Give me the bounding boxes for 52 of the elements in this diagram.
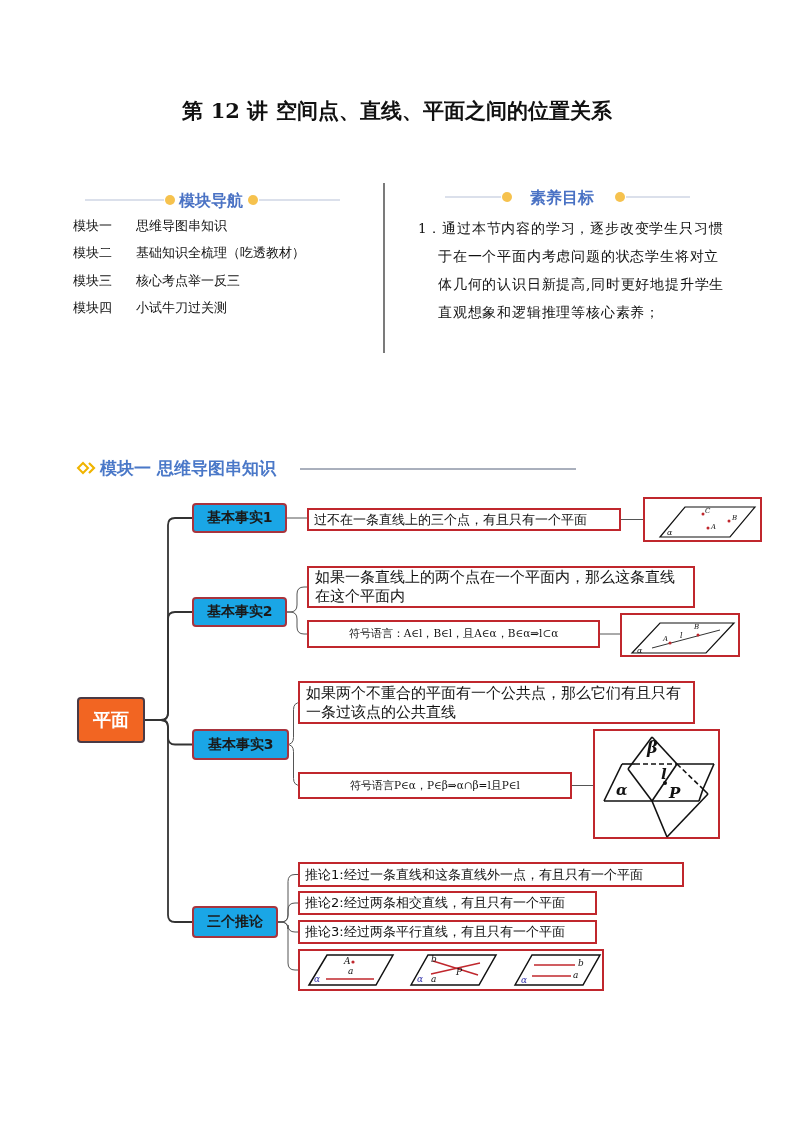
plane-label: α xyxy=(616,783,628,798)
point-label: P xyxy=(669,786,681,801)
plane-label: α xyxy=(667,529,673,537)
statement-box: 如果一条直线上的两个点在一个平面内，那么这条直线在这个平面内 xyxy=(307,566,695,608)
line-label: a xyxy=(573,971,579,980)
module-name: 模块三 xyxy=(73,274,112,287)
figure-box xyxy=(593,729,720,839)
point-label: A xyxy=(344,957,351,966)
line-label: l xyxy=(680,632,683,640)
figure-box xyxy=(298,949,604,991)
heading: 模块导航 xyxy=(179,193,243,209)
formula-box: 符号语言P∈α，P∈β⇒α∩β=l且P∈l xyxy=(298,772,572,799)
plane-label: α xyxy=(417,975,424,984)
formula-box: 符号语言：A∈l，B∈l，且A∈α，B∈α⇒l⊂α xyxy=(307,620,600,648)
topic-box: 基本事实2 xyxy=(192,597,287,627)
plane-label: α xyxy=(637,647,643,655)
statement-box: 推论1:经过一条直线和这条直线外一点，有且只有一个平面 xyxy=(298,862,684,887)
statement-box: 如果两个不重合的平面有一个公共点，那么它们有且只有一条过该点的公共直线 xyxy=(298,681,695,724)
point-label: P xyxy=(456,968,463,977)
module-topic: 核心考点举一反三 xyxy=(136,274,240,287)
topic-box: 三个推论 xyxy=(192,906,278,938)
section-heading: 模块一 思维导图串知识 xyxy=(100,460,276,477)
figure-box xyxy=(643,497,762,542)
title: 第 12 讲 空间点、直线、平面之间的位置关系 xyxy=(182,100,612,121)
module-topic: 思维导图串知识 xyxy=(136,219,227,232)
heading: 素养目标 xyxy=(530,190,594,206)
module-topic: 小试牛刀过关测 xyxy=(136,301,227,314)
statement-box: 推论3:经过两条平行直线，有且只有一个平面 xyxy=(298,920,597,944)
line-label: b xyxy=(431,955,437,964)
objective-paragraph: 1．通过本节内容的学习，逐步改变学生只习惯于在一个平面内考虑问题的状态学生将对立体几何的认识日新提高,同时更好地提升学生直观想象和逻辑推理等核心素养； xyxy=(418,219,726,322)
statement-box: 过不在一条直线上的三个点，有且只有一个平面 xyxy=(307,508,621,531)
module-name: 模块一 xyxy=(73,219,112,232)
connector-line xyxy=(620,519,644,520)
module-topic: 基础知识全梳理（吃透教材） xyxy=(136,246,305,259)
connector-line xyxy=(599,633,621,635)
line-label: l xyxy=(661,767,667,782)
connector-line xyxy=(571,785,594,786)
module-name: 模块二 xyxy=(73,246,112,259)
module-name: 模块四 xyxy=(73,301,112,314)
plane-label: β xyxy=(647,740,658,756)
line-label: a xyxy=(431,975,437,984)
center-topic-box: 平面 xyxy=(77,697,145,743)
connector-line xyxy=(144,719,193,923)
connector-line xyxy=(286,517,308,519)
plane-label: α xyxy=(521,976,528,985)
plane-label: α xyxy=(314,975,321,984)
line-label: b xyxy=(578,959,584,968)
line-label: a xyxy=(348,967,354,976)
topic-box: 基本事实3 xyxy=(192,729,289,760)
statement-box: 推论2:经过两条相交直线，有且只有一个平面 xyxy=(298,891,597,915)
topic-box: 基本事实1 xyxy=(192,503,287,533)
figure-box xyxy=(620,613,740,657)
